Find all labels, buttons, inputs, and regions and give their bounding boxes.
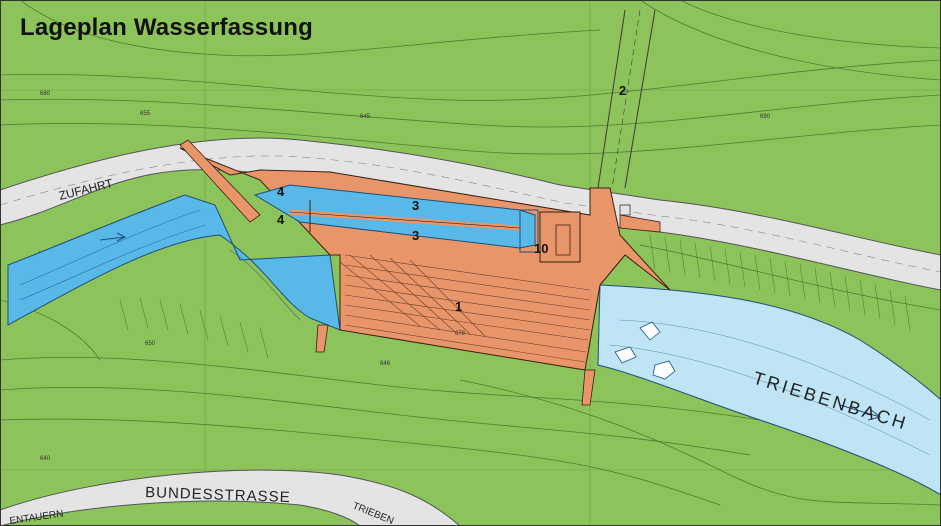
left-wing-wall: [179, 139, 261, 223]
marker-1: 1: [455, 299, 462, 314]
river-boulders: [614, 321, 676, 380]
svg-text:650: 650: [145, 341, 156, 347]
svg-text:655: 655: [140, 111, 151, 117]
svg-text:646: 646: [380, 361, 391, 367]
bundesstrasse-label: BUNDESSTRASSE: [145, 484, 291, 506]
svg-text:690: 690: [760, 114, 771, 120]
upstream-channel: [7, 194, 341, 331]
svg-text:645: 645: [360, 114, 371, 120]
right-pier: [619, 214, 661, 233]
marker-4-upper: 4: [277, 184, 285, 199]
svg-text:680: 680: [40, 91, 51, 97]
marker-4-lower: 4: [277, 212, 285, 227]
desilting-basins: [253, 184, 536, 249]
svg-text:640: 640: [40, 456, 51, 462]
headrace-pipeline: [597, 9, 656, 189]
marker-3-upper: 3: [412, 198, 419, 213]
map-title: Lageplan Wasserfassung: [20, 14, 313, 41]
upstream-flow-arrow: [99, 232, 127, 242]
marker-2: 2: [619, 83, 626, 98]
upstream-wall: [315, 324, 329, 353]
road-verge: [0, 500, 361, 526]
upstream-flow-lines: [19, 209, 301, 321]
river-flow-lines: [609, 319, 931, 456]
weir-hatching: [339, 254, 591, 363]
marker-3-lower: 3: [412, 228, 419, 243]
access-road-centerline: [0, 155, 941, 273]
marker-10: 10: [534, 241, 548, 256]
gate-house: [539, 211, 581, 263]
svg-text:678: 678: [455, 331, 466, 337]
elevation-labels: 680 655 645 690 678 646 650 640: [40, 91, 771, 462]
downstream-wall: [581, 369, 596, 406]
control-box: [619, 204, 631, 216]
flushing-structure: [519, 209, 539, 253]
river-flow-arrow: [839, 404, 882, 421]
